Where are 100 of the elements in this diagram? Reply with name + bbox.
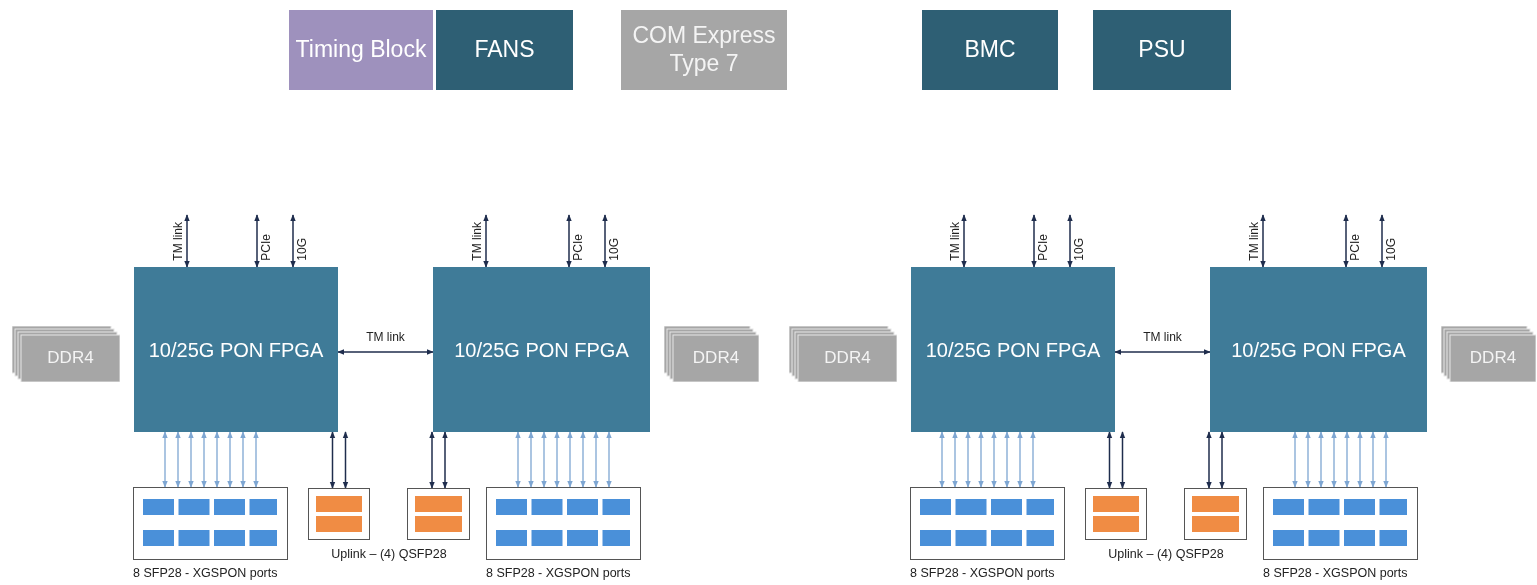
arrow — [1357, 431, 1363, 488]
arrow — [1343, 214, 1349, 268]
arrow — [1119, 431, 1126, 489]
arrow — [991, 431, 997, 488]
arrow — [1379, 214, 1385, 268]
block-label: Timing Block — [295, 36, 427, 64]
arrow — [337, 349, 434, 355]
arrow — [329, 431, 336, 489]
block-label: DDR4 — [1469, 348, 1517, 369]
arrow — [442, 431, 448, 489]
arrow — [253, 431, 259, 488]
block-label: 10/25G PON FPGA — [454, 337, 629, 362]
block-box — [289, 10, 433, 90]
arrow — [541, 431, 547, 488]
arrow — [939, 431, 945, 488]
block-label: FANS — [474, 36, 535, 64]
arrow — [1017, 431, 1023, 488]
block-label: 10/25G PON FPGA — [148, 337, 324, 362]
arrow — [567, 431, 573, 488]
edge-label: TM link — [1248, 222, 1260, 261]
edge-label: TM link — [366, 331, 405, 343]
arrow — [566, 214, 572, 268]
arrow — [554, 431, 560, 488]
uplink-cage — [308, 488, 370, 540]
arrow — [1383, 431, 1389, 488]
block-box — [922, 10, 1058, 90]
memory-stack — [789, 326, 897, 382]
arrow — [184, 214, 190, 268]
block-box — [621, 10, 787, 90]
arrow — [1292, 431, 1298, 488]
edge-label: 10G — [1385, 238, 1397, 261]
arrow — [1370, 431, 1376, 488]
block-label: PSU — [1138, 36, 1186, 64]
arrow — [1030, 431, 1036, 488]
memory-stack — [1441, 326, 1536, 382]
arrow — [429, 431, 435, 489]
arrow — [483, 214, 489, 268]
arrow — [188, 431, 194, 488]
arrow — [1031, 214, 1037, 268]
arrow — [952, 431, 958, 488]
uplink-cage — [1085, 488, 1147, 540]
block-label: DDR4 — [824, 348, 871, 369]
block-label: BMC — [964, 36, 1016, 64]
port-cage — [486, 487, 641, 560]
arrow — [1114, 349, 1211, 355]
edge-label: PCIe — [1037, 234, 1049, 261]
fpga-block — [433, 267, 650, 432]
block-label: 10/25G PON FPGA — [925, 337, 1101, 362]
edge-label: PCIe — [260, 234, 272, 261]
arrow — [978, 431, 984, 488]
arrow — [515, 431, 521, 488]
arrow — [1260, 214, 1266, 268]
edge-label: PCIe — [1349, 234, 1361, 261]
arrow — [162, 431, 168, 488]
port-caption: 8 SFP28 - XGSPON ports — [133, 567, 278, 581]
uplink-cage — [407, 488, 470, 540]
arrow — [1331, 431, 1337, 488]
uplink-caption: Uplink – (4) QSFP28 — [1108, 548, 1224, 562]
edge-label: 10G — [608, 238, 620, 261]
block-box — [436, 10, 573, 90]
port-caption: 8 SFP28 - XGSPON ports — [910, 567, 1055, 581]
arrow — [606, 431, 612, 488]
arrow — [1206, 431, 1212, 489]
block-label: COM Express Type 7 — [631, 22, 777, 78]
port-cage — [133, 487, 288, 560]
block-label: 10/25G PON FPGA — [1231, 337, 1406, 362]
block-label: DDR4 — [692, 348, 740, 369]
arrow — [528, 431, 534, 488]
fpga-block — [134, 267, 338, 432]
arrow — [290, 214, 296, 268]
arrow — [342, 431, 349, 489]
edge-label: TM link — [1143, 331, 1182, 343]
fpga-block — [1210, 267, 1427, 432]
arrow — [1004, 431, 1010, 488]
port-caption: 8 SFP28 - XGSPON ports — [486, 567, 631, 581]
arrow — [580, 431, 586, 488]
port-cage — [1263, 487, 1418, 560]
arrow — [1067, 214, 1073, 268]
port-cage — [910, 487, 1065, 560]
memory-stack — [664, 326, 759, 382]
arrow — [1219, 431, 1225, 489]
arrow — [1305, 431, 1311, 488]
arrow — [602, 214, 608, 268]
fpga-block — [911, 267, 1115, 432]
arrow — [1318, 431, 1324, 488]
arrow — [965, 431, 971, 488]
port-caption: 8 SFP28 - XGSPON ports — [1263, 567, 1408, 581]
edge-label: TM link — [172, 222, 184, 261]
arrow — [593, 431, 599, 488]
arrow — [961, 214, 967, 268]
arrow — [175, 431, 181, 488]
edge-label: 10G — [1073, 238, 1085, 261]
block-label: DDR4 — [47, 348, 94, 369]
arrow — [1344, 431, 1350, 488]
uplink-cage — [1184, 488, 1247, 540]
arrow — [214, 431, 220, 488]
uplink-caption: Uplink – (4) QSFP28 — [331, 548, 447, 562]
arrow — [254, 214, 260, 268]
memory-stack — [12, 326, 120, 382]
edge-label: PCIe — [572, 234, 584, 261]
